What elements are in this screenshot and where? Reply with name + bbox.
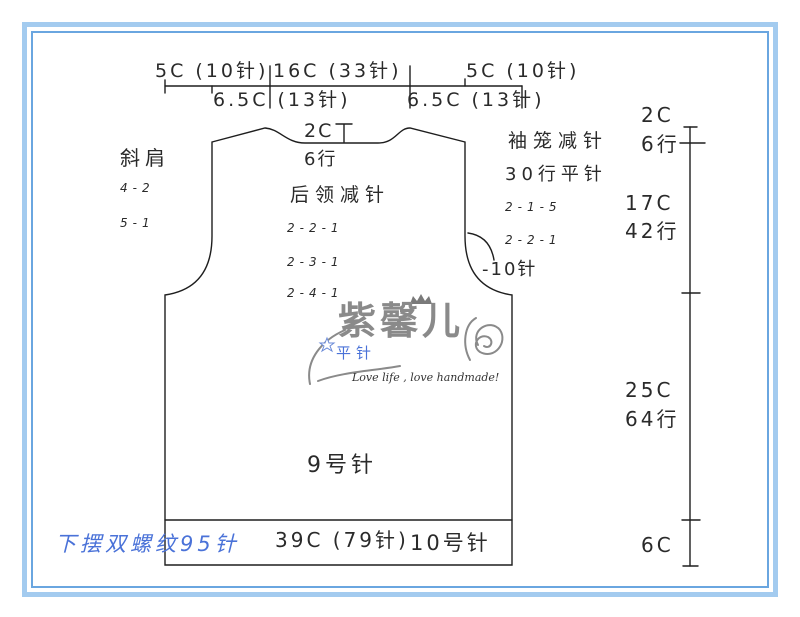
crown-icon — [410, 294, 432, 304]
shoulder-step-2: 5-1 — [120, 216, 155, 230]
hem-width-label: 39C (79针) — [275, 528, 409, 552]
neck-title: 后领减针 — [290, 184, 391, 206]
watermark-slogan: Love life , love handmade! — [352, 371, 500, 384]
side-length-shoulder: 2C — [641, 103, 674, 127]
side-length-armhole: 17C — [625, 191, 674, 215]
side-rows-body: 64行 — [625, 407, 680, 431]
watermark-underline-swoosh — [317, 365, 401, 382]
neck-rows: 6行 — [304, 149, 338, 170]
dim-shoulder-right-upper: 5C (10针) — [466, 60, 580, 82]
dim-shoulder-left-upper: 5C (10针) — [155, 60, 269, 82]
dim-shoulder-left-lower: 6.5C (13针) — [213, 89, 351, 111]
neck-depth-tick — [335, 123, 353, 143]
side-length-body: 25C — [625, 378, 674, 402]
hem-needle-label: 10号针 — [410, 531, 491, 555]
dim-neck-width: 16C (33针) — [273, 60, 402, 82]
neck-step-3: 2-4-1 — [287, 286, 344, 300]
armhole-cast-off: -10针 — [482, 259, 538, 280]
spiral-flourish — [464, 317, 504, 361]
body-needle-label: 9号针 — [307, 453, 377, 478]
neck-step-2: 2-3-1 — [287, 255, 344, 269]
side-rows-shoulder: 6行 — [641, 132, 680, 156]
inner-frame — [31, 31, 769, 588]
armhole-step-1: 2-1-5 — [505, 200, 562, 214]
neck-step-1: 2-2-1 — [287, 221, 344, 235]
side-length-hem: 6C — [641, 533, 674, 557]
body-stitch-label: 平针 — [336, 344, 377, 362]
shoulder-title: 斜肩 — [120, 146, 170, 170]
side-rows-armhole: 42行 — [625, 219, 680, 243]
hem-rib-label: 下摆双螺纹95针 — [55, 532, 240, 556]
armhole-title: 袖笼减针 — [508, 130, 609, 152]
watermark-swoosh — [308, 329, 346, 385]
shoulder-step-1: 4-2 — [120, 181, 155, 195]
garment-outline — [164, 127, 513, 566]
watermark-logo: 紫馨儿 — [338, 299, 465, 343]
armhole-flat-rows: 30行平针 — [505, 164, 607, 185]
dim-shoulder-right-lower: 6.5C (13针) — [407, 89, 545, 111]
outer-frame — [22, 22, 778, 597]
armhole-step-2: 2-2-1 — [505, 233, 562, 247]
armhole-cast-off-arc — [467, 232, 495, 261]
star-icon — [318, 336, 336, 353]
neck-depth: 2C — [304, 120, 334, 142]
